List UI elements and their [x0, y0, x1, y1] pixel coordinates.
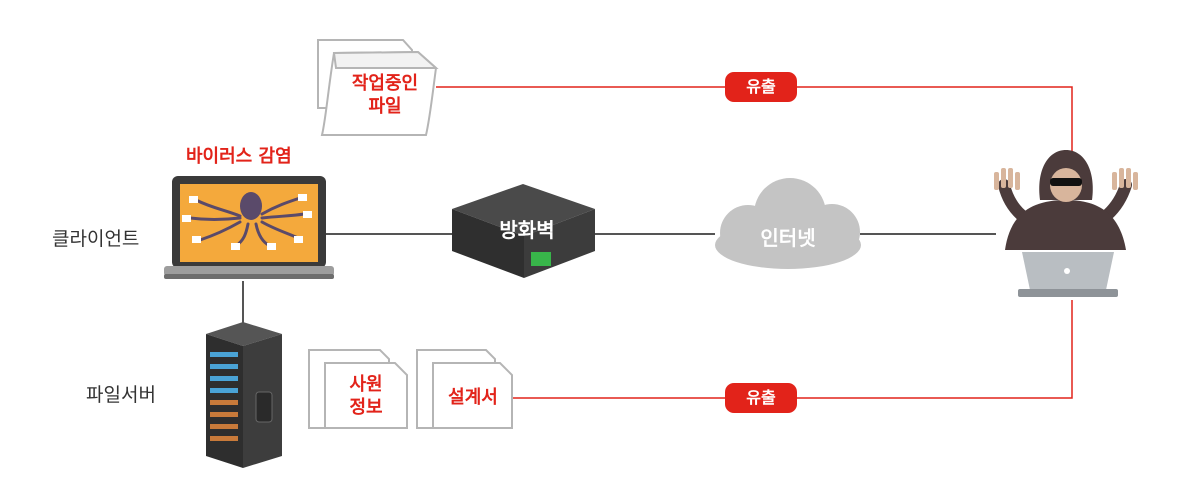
doc-design-label: 설계서: [448, 387, 498, 408]
internet-label: 인터넷: [760, 226, 816, 250]
server-rack-icon: [206, 322, 282, 468]
leak-badge-bottom: 유출: [725, 383, 797, 413]
document-icon: [308, 349, 408, 429]
doc-working-label: 작업중인 파일: [340, 72, 430, 118]
octopus-head: [240, 192, 262, 220]
virus-label: 바이러스 감염: [186, 146, 292, 167]
hacker-icon: [994, 150, 1138, 297]
leak-badge-top: 유출: [725, 72, 797, 102]
cloud-icon: [715, 178, 861, 269]
doc-employee-label: 사원 정보: [330, 373, 402, 419]
firewall-icon: [452, 184, 595, 278]
connector-lines: [242, 86, 1073, 399]
document-icon: [416, 349, 513, 429]
laptop-icon: [164, 176, 334, 279]
fileserver-label: 파일서버: [86, 384, 156, 406]
doc-employee-line1: 사원: [349, 374, 383, 395]
document-icon: [317, 39, 439, 136]
doc-working-line2: 파일: [368, 96, 402, 117]
firewall-label: 방화벽: [499, 218, 555, 242]
doc-working-line1: 작업중인: [351, 73, 419, 94]
doc-employee-line2: 정보: [349, 397, 383, 418]
client-label: 클라이언트: [52, 228, 140, 250]
